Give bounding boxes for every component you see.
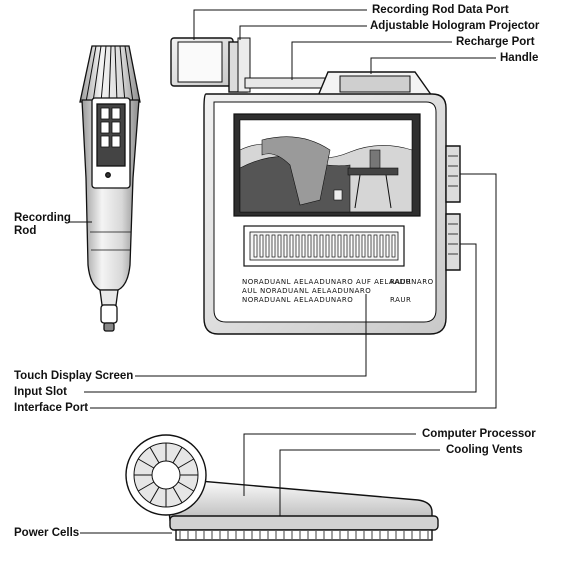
slot-rib — [379, 234, 384, 258]
label-cooling-vents: Cooling Vents — [446, 444, 523, 456]
slot-rib — [295, 234, 300, 258]
screen-text-line3-right: RAUR — [390, 296, 411, 304]
leader-lines — [68, 9, 497, 534]
slot-rib — [265, 234, 270, 258]
slot-rib — [373, 234, 378, 258]
label-input-slot: Input Slot — [14, 386, 68, 398]
main-device: NORADUANL AELAADUNARO AUF AELAADUNARO RA… — [170, 37, 461, 335]
slot-rib — [313, 234, 318, 258]
label-recharge-port: Recharge Port — [456, 36, 535, 48]
side-view-device — [125, 434, 439, 541]
label-interface-port: Interface Port — [14, 402, 89, 414]
slot-rib — [253, 234, 258, 258]
slot-rib — [319, 234, 324, 258]
label-adjustable-hologram-projector: Adjustable Hologram Projector — [370, 20, 540, 32]
slot-rib — [343, 234, 348, 258]
vent-spoke — [172, 486, 183, 503]
slot-rib — [361, 234, 366, 258]
vent-spoke — [149, 486, 160, 503]
vent-spoke — [138, 481, 155, 492]
label-recording-rod: Recording Rod — [14, 212, 71, 238]
slot-rib — [385, 234, 390, 258]
label-recording-rod-line2: Rod — [14, 225, 37, 237]
slot-rib — [349, 234, 354, 258]
recording-rod — [79, 45, 141, 332]
screen-text-line2: AUL NORADUANL AELAADUNARO — [242, 287, 371, 295]
vent-spoke — [149, 447, 160, 464]
vent-spoke — [138, 458, 155, 469]
slot-rib — [337, 234, 342, 258]
label-recording-rod-line1: Recording — [14, 212, 71, 224]
slot-rib — [391, 234, 396, 258]
slot-rib — [331, 234, 336, 258]
vent-spoke — [172, 447, 183, 464]
slot-rib — [301, 234, 306, 258]
label-touch-display-screen: Touch Display Screen — [14, 370, 134, 382]
screen-text-line1-right: RAUR — [390, 278, 411, 286]
label-computer-processor: Computer Processor — [422, 428, 536, 440]
slot-rib — [277, 234, 282, 258]
vent-spoke — [177, 481, 194, 492]
screen-text-line3: NORADUANL AELAADUNARO — [242, 296, 353, 304]
slot-rib — [259, 234, 264, 258]
slot-rib — [283, 234, 288, 258]
slot-rib — [367, 234, 372, 258]
label-recording-rod-data-port: Recording Rod Data Port — [372, 4, 509, 16]
label-power-cells: Power Cells — [14, 527, 80, 539]
slot-rib — [271, 234, 276, 258]
slot-rib — [355, 234, 360, 258]
slot-rib — [289, 234, 294, 258]
screen-text-line1: NORADUANL AELAADUNARO AUF AELAADUNARO — [242, 278, 434, 286]
slot-rib — [307, 234, 312, 258]
label-handle: Handle — [500, 52, 539, 64]
vent-spoke — [177, 458, 194, 469]
slot-rib — [325, 234, 330, 258]
